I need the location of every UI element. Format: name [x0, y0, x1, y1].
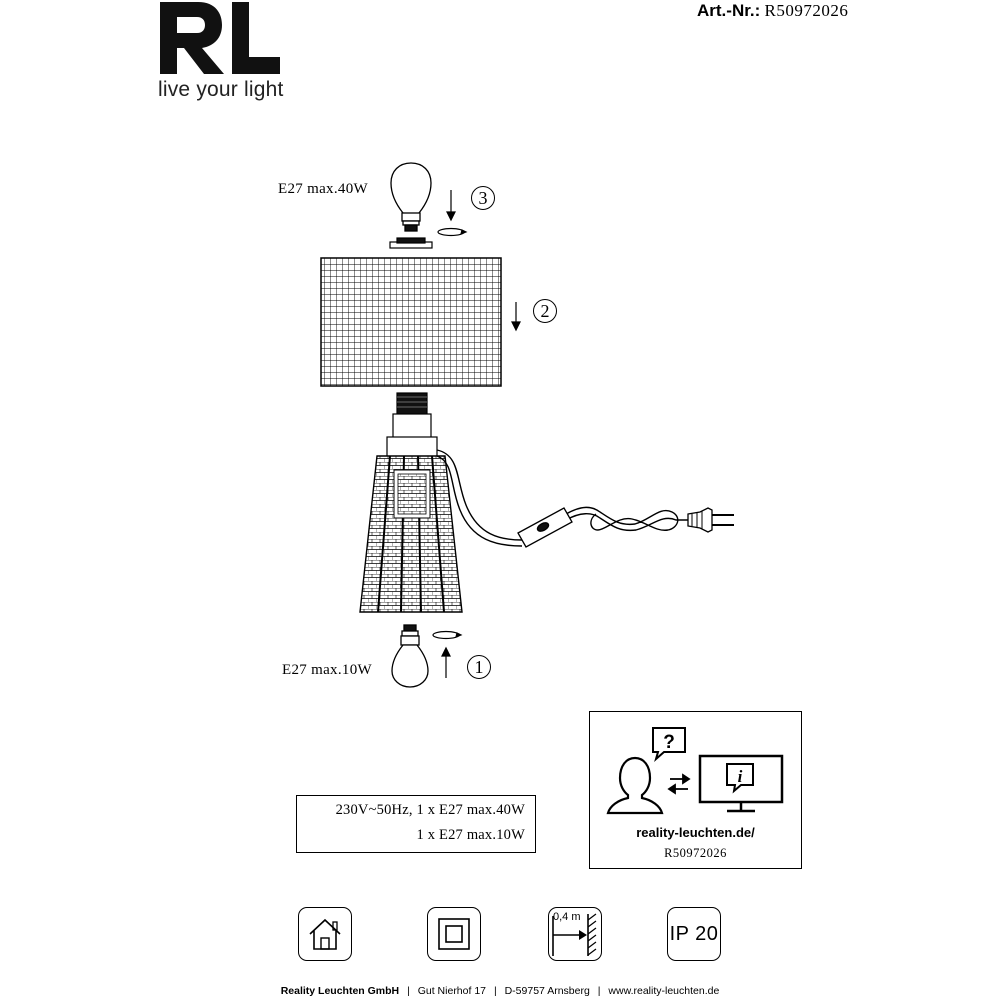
step-3-number: 3	[471, 186, 495, 210]
info-article-number: R50972026	[664, 846, 727, 860]
article-number-header: Art.-Nr.: R50972026	[697, 1, 848, 21]
svg-text:?: ?	[663, 732, 675, 753]
svg-text:i: i	[738, 767, 743, 786]
electrical-spec-box: 230V~50Hz, 1 x E27 max.40W 1 x E27 max.1…	[296, 795, 536, 853]
lamp-shade	[320, 257, 502, 387]
bottom-bulb-label: E27 max.10W	[282, 662, 372, 678]
user-person-icon	[606, 756, 664, 815]
spec-line-2: 1 x E27 max.10W	[416, 827, 525, 843]
top-bulb-label: E27 max.40W	[278, 181, 368, 197]
step-2-number: 2	[533, 299, 557, 323]
lamp-base	[359, 455, 463, 613]
footer-street: Gut Nierhof 17	[417, 985, 487, 997]
article-number-value: R50972026	[764, 1, 849, 20]
step-1-number: 1	[467, 655, 491, 679]
step-2-arrow-icon	[511, 302, 521, 332]
online-info-box: ? i reality-leuchten.de/ R50972026	[589, 711, 802, 869]
exchange-arrows-icon	[667, 773, 691, 795]
info-url: reality-leuchten.de/	[636, 825, 755, 840]
protection-class-ii-icon	[427, 907, 481, 961]
min-distance-label: 0,4 m	[553, 911, 581, 923]
spec-line-1: 230V~50Hz, 1 x E27 max.40W	[335, 802, 525, 818]
article-number-label: Art.-Nr.:	[697, 1, 761, 20]
ip-rating-icon: IP 20	[667, 907, 721, 961]
footer-city: D-59757 Arnsberg	[504, 985, 590, 997]
footer-website[interactable]: www.reality-leuchten.de	[608, 985, 720, 997]
footer-address: Reality Leuchten GmbH | Gut Nierhof 17 |…	[280, 985, 720, 997]
power-cable	[436, 449, 690, 547]
step-3-arrow-icon	[437, 190, 468, 237]
question-bubble-icon: ?	[652, 727, 686, 762]
indoor-house-icon	[298, 907, 352, 961]
step-1-arrow-icon	[432, 630, 463, 678]
socket-ring-icon	[389, 237, 433, 249]
top-bulb-icon	[390, 162, 432, 232]
plug-icon	[687, 507, 734, 533]
brand-tagline: live your light	[158, 78, 284, 101]
base-socket-icon	[386, 392, 438, 458]
min-distance-icon: 0,4 m	[548, 907, 602, 961]
inline-switch-icon	[517, 507, 573, 548]
lamp-assembly-diagram	[320, 162, 734, 688]
footer-company: Reality Leuchten GmbH	[280, 985, 400, 997]
monitor-info-icon: i	[698, 754, 784, 813]
ip-rating-label: IP 20	[669, 923, 719, 945]
bottom-bulb-icon	[391, 624, 429, 688]
rl-logo: RL	[160, 2, 280, 74]
